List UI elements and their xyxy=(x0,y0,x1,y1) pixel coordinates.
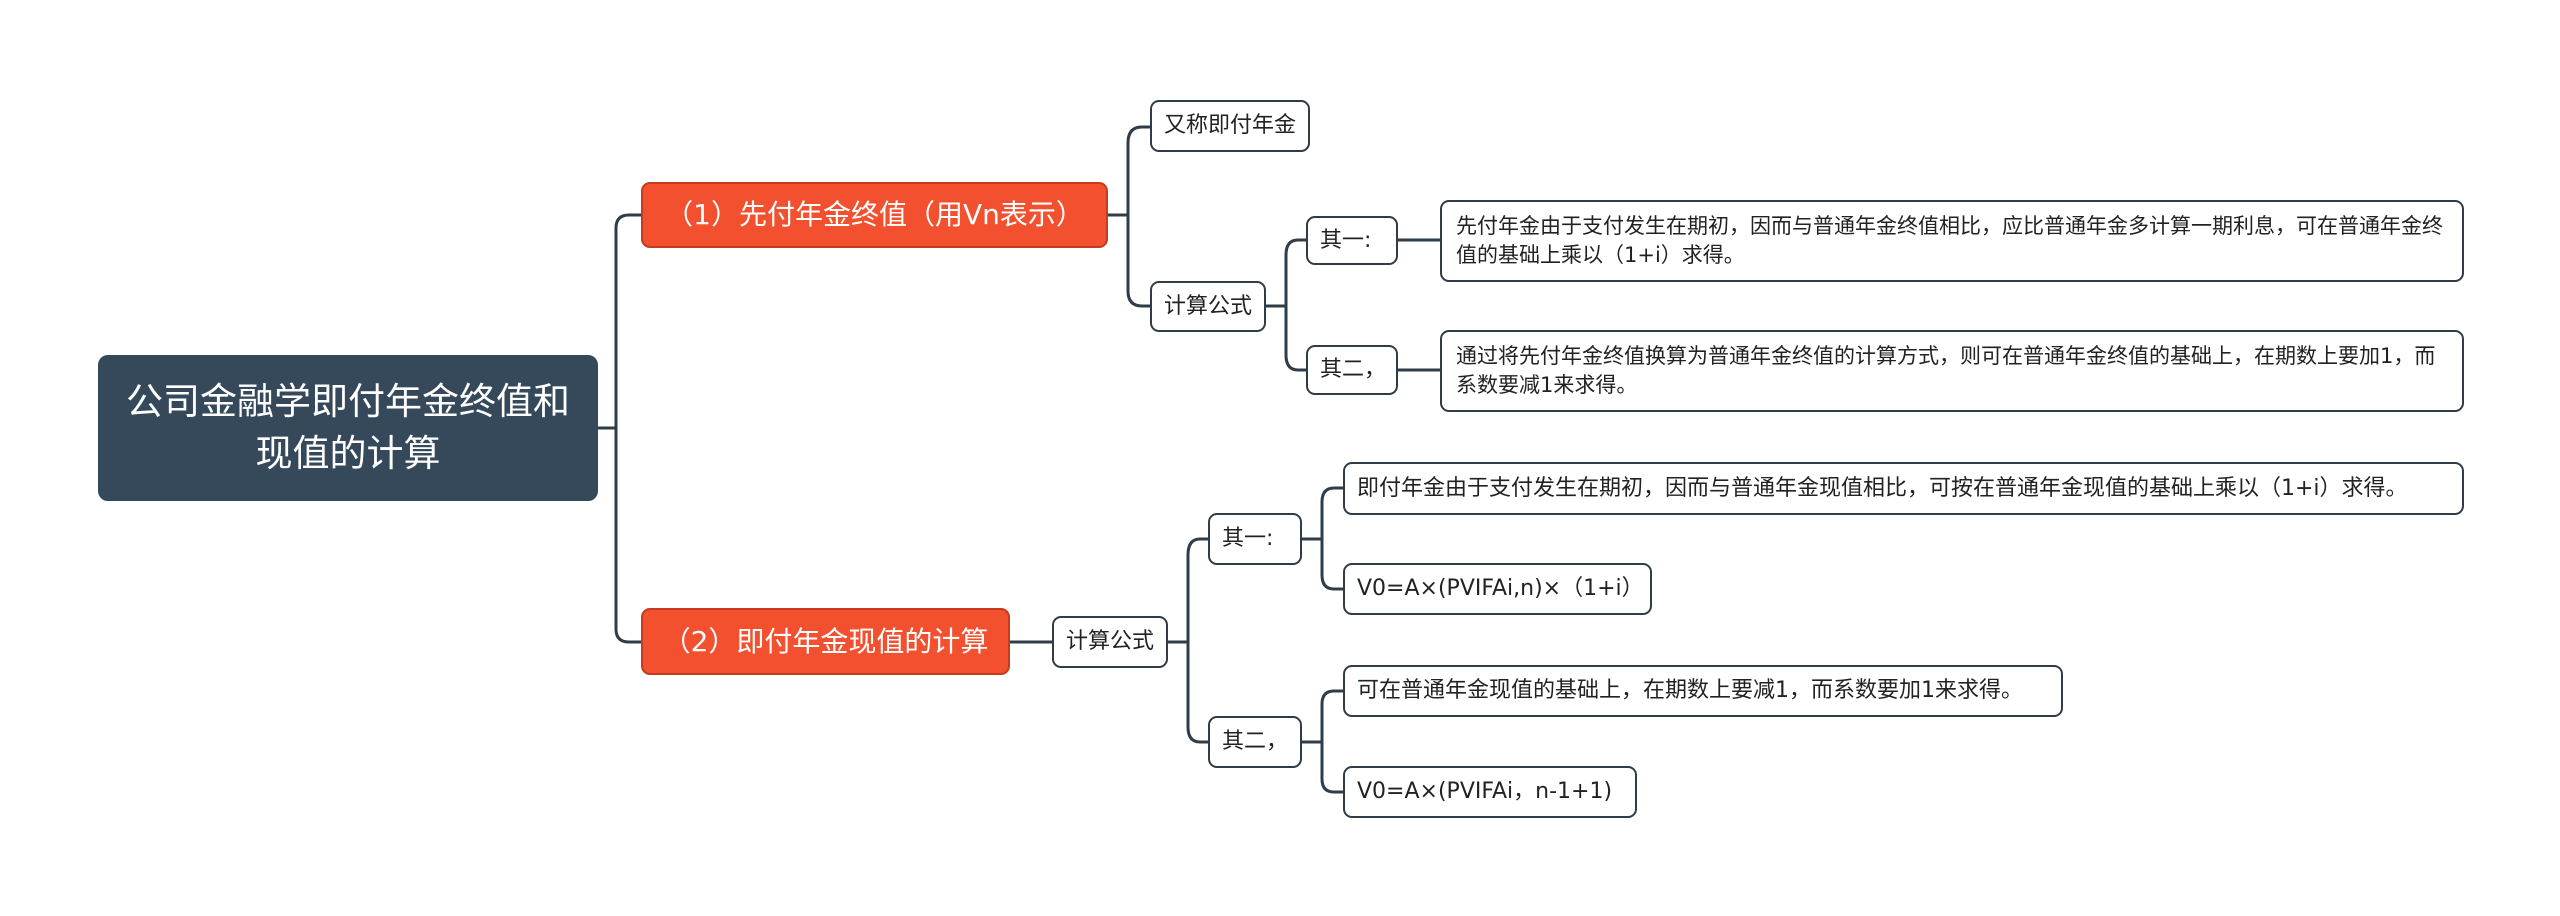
b1-method1-node[interactable]: 其一: xyxy=(1306,216,1398,265)
alias-label: 又称即付年金 xyxy=(1164,113,1297,138)
b2-formula-label: 计算公式 xyxy=(1066,629,1155,654)
b1-method2-text: 通过将先付年金终值换算为普通年金终值的计算方式，则可在普通年金终值的基础上，在期… xyxy=(1456,344,2436,397)
root-title: 公司金融学即付年金终值和现值的计算 xyxy=(126,380,570,475)
b2-method2-formula: V0=A×(PVIFAi，n-1+1) xyxy=(1357,779,1613,804)
root-node[interactable]: 公司金融学即付年金终值和现值的计算 xyxy=(98,355,598,501)
b2-method2-label: 其二， xyxy=(1222,729,1289,754)
b2-method2-text: 可在普通年金现值的基础上，在期数上要减1，而系数要加1来求得。 xyxy=(1357,678,2023,703)
alias-node[interactable]: 又称即付年金 xyxy=(1150,100,1310,152)
b2-method1-node[interactable]: 其一: xyxy=(1208,513,1302,565)
b2-formula-node[interactable]: 计算公式 xyxy=(1052,616,1168,668)
b2-method1-formula: V0=A×(PVIFAi,n)×（1+i） xyxy=(1357,576,1644,601)
branch-future-value[interactable]: （1）先付年金终值（用Vn表示） xyxy=(641,182,1108,248)
b2-method2-node[interactable]: 其二， xyxy=(1208,716,1302,768)
branch-present-value[interactable]: （2）即付年金现值的计算 xyxy=(641,608,1010,675)
b1-method2-node[interactable]: 其二， xyxy=(1306,345,1398,395)
b2-method1-text: 即付年金由于支付发生在期初，因而与普通年金现值相比，可按在普通年金现值的基础上乘… xyxy=(1357,475,2408,501)
b1-formula-label: 计算公式 xyxy=(1164,293,1253,319)
b1-formula-node[interactable]: 计算公式 xyxy=(1150,281,1266,332)
b1-method1-text: 先付年金由于支付发生在期初，因而与普通年金终值相比，应比普通年金多计算一期利息，… xyxy=(1456,214,2443,267)
b2-method1-text-node[interactable]: 即付年金由于支付发生在期初，因而与普通年金现值相比，可按在普通年金现值的基础上乘… xyxy=(1343,462,2464,515)
b2-method1-formula-node[interactable]: V0=A×(PVIFAi,n)×（1+i） xyxy=(1343,563,1652,615)
b2-method2-text-node[interactable]: 可在普通年金现值的基础上，在期数上要减1，而系数要加1来求得。 xyxy=(1343,665,2063,717)
b2-method1-label: 其一: xyxy=(1222,526,1274,551)
b1-method2-label: 其二， xyxy=(1320,357,1387,382)
branch-present-value-label: （2）即付年金现值的计算 xyxy=(662,624,989,658)
b1-method1-text-node[interactable]: 先付年金由于支付发生在期初，因而与普通年金终值相比，应比普通年金多计算一期利息，… xyxy=(1440,200,2464,282)
b2-method2-formula-node[interactable]: V0=A×(PVIFAi，n-1+1) xyxy=(1343,766,1637,818)
branch-future-value-label: （1）先付年金终值（用Vn表示） xyxy=(665,198,1084,231)
b1-method1-label: 其一: xyxy=(1320,227,1372,253)
b1-method2-text-node[interactable]: 通过将先付年金终值换算为普通年金终值的计算方式，则可在普通年金终值的基础上，在期… xyxy=(1440,330,2464,412)
